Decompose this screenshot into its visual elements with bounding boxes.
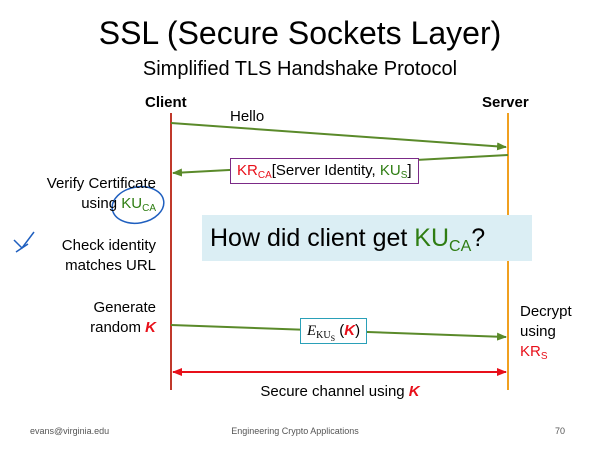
page-number: 70 [555, 426, 566, 436]
decrypt-step: Decrypt using KRS [520, 302, 572, 362]
secure-channel-label: Secure channel using K [260, 383, 420, 400]
kr-s-key: KRS [520, 343, 548, 362]
ku-s-key: KUS [379, 162, 408, 181]
slide-title: SSL (Secure Sockets Layer) [98, 15, 502, 51]
annotation-circle [111, 185, 165, 225]
generate-line1: Generate [93, 299, 156, 316]
footer-email: evans@virginia.edu [30, 426, 110, 436]
check-identity-step: Check identity matches URL [0, 236, 156, 276]
generate-key-step: Generate random K [0, 298, 156, 338]
check-mark-icon [13, 231, 35, 253]
kr-ca-key: KRCA [237, 162, 272, 181]
certificate-close: ] [407, 162, 412, 179]
encrypt-key: K [344, 322, 356, 339]
certificate-text: [Server Identity, [271, 162, 380, 179]
encrypt-function: E [307, 323, 317, 339]
encrypt-subscript: KUS [316, 330, 336, 343]
encrypted-key-message: EKUS (K) [300, 318, 368, 344]
hello-arrow [170, 122, 507, 151]
question-callout: How did client get KUCA? [202, 215, 532, 261]
check-line1: Check identity [61, 237, 156, 254]
decrypt-line2: using [520, 323, 556, 340]
footer-course: Engineering Crypto Applications [231, 426, 359, 436]
verify-certificate-step: Verify Certificate using KUCA [0, 174, 156, 214]
hello-message: Hello [230, 108, 265, 125]
verify-line2: using KUCA [81, 195, 156, 214]
decrypt-line1: Decrypt [520, 303, 572, 320]
verify-line1: Verify Certificate [46, 175, 156, 192]
certificate-message: KRCA[Server Identity, KUS] [230, 158, 419, 184]
slide-subtitle: Simplified TLS Handshake Protocol [142, 58, 458, 80]
generate-line2: random K [90, 319, 156, 336]
server-label: Server [482, 94, 529, 111]
client-label: Client [145, 94, 187, 111]
check-line2: matches URL [65, 257, 156, 274]
